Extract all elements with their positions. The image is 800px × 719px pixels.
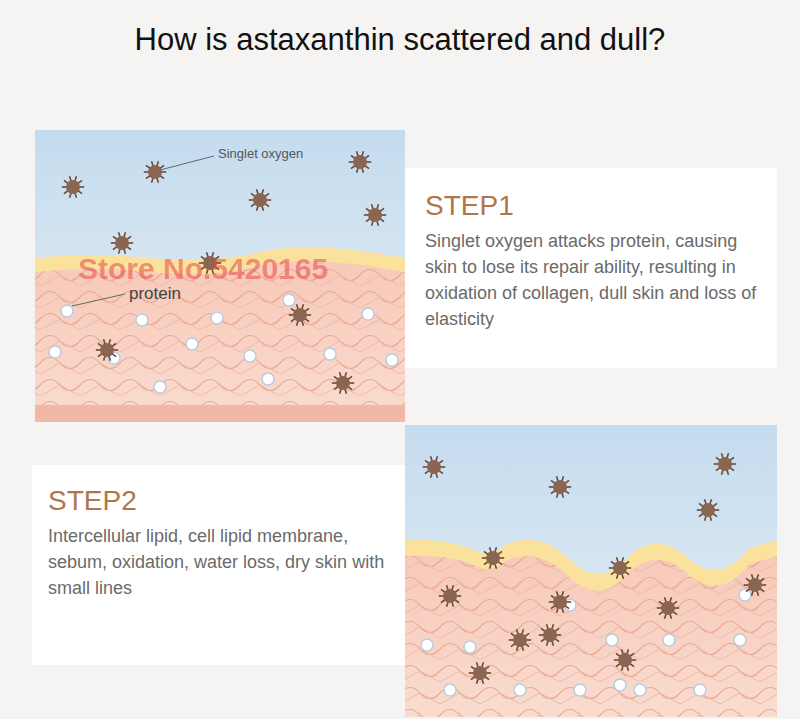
protein-dot	[244, 350, 256, 362]
oxygen-icon	[549, 476, 571, 497]
protein-dot	[614, 679, 626, 691]
protein-dot	[634, 684, 646, 696]
protein-dot	[136, 314, 148, 326]
protein-dot	[186, 338, 198, 350]
protein-dot	[324, 348, 336, 360]
protein-dot	[61, 305, 73, 317]
oxygen-icon	[549, 591, 571, 612]
protein-dot	[574, 684, 586, 696]
oxygen-icon	[111, 232, 133, 253]
panel-two	[405, 425, 777, 717]
text-panel: STEP2Intercellular lipid, cell lipid mem…	[32, 465, 405, 665]
oxygen-icon	[609, 557, 631, 578]
protein-dot	[283, 294, 295, 306]
oxygen-icon	[423, 456, 445, 477]
page-title: How is astaxanthin scattered and dull?	[0, 22, 800, 58]
oxygen-icon	[714, 453, 736, 474]
panel-one	[35, 130, 405, 422]
protein-dot	[444, 684, 456, 696]
oxygen-icon	[744, 574, 766, 595]
leader-line	[72, 294, 125, 306]
protein-dot	[49, 346, 61, 358]
oxygen-icon	[469, 662, 491, 683]
oxygen-icon	[509, 629, 531, 650]
oxygen-icon	[614, 649, 636, 670]
protein-dot	[464, 641, 476, 653]
oxygen-icon	[697, 499, 719, 520]
step-body: Singlet oxygen attacks protein, causing …	[425, 228, 763, 332]
protein-dot	[421, 639, 433, 651]
protein-dot	[262, 373, 274, 385]
oxygen-icon	[349, 151, 371, 172]
oxygen-icon	[364, 204, 386, 225]
protein-dot	[734, 634, 746, 646]
oxygen-icon	[96, 339, 118, 360]
protein-dot	[154, 381, 166, 393]
protein-dot	[514, 684, 526, 696]
protein-dot	[211, 312, 223, 324]
protein-dot	[362, 308, 374, 320]
protein-dot	[739, 589, 751, 601]
oxygen-icon	[332, 372, 354, 393]
oxygen-icon	[144, 161, 166, 182]
callout-label: Singlet oxygen	[218, 146, 303, 161]
oxygen-icon	[289, 304, 311, 325]
protein-dot	[694, 684, 706, 696]
step-heading: STEP1	[425, 190, 763, 222]
watermark: Store No.5420165	[78, 252, 328, 286]
leader-line	[160, 156, 214, 170]
text-panel: STEP1Singlet oxygen attacks protein, cau…	[405, 168, 777, 368]
protein-dot	[606, 634, 618, 646]
oxygen-icon	[439, 585, 461, 606]
oxygen-icon	[539, 624, 561, 645]
oxygen-icon	[62, 176, 84, 197]
step-heading: STEP2	[48, 485, 391, 517]
oxygen-icon	[249, 189, 271, 210]
oxygen-icon	[657, 597, 679, 618]
oxygen-icon	[482, 547, 504, 568]
protein-dot	[386, 354, 398, 366]
protein-dot	[663, 634, 675, 646]
callout-label: protein	[129, 284, 181, 304]
step-body: Intercellular lipid, cell lipid membrane…	[48, 523, 391, 601]
